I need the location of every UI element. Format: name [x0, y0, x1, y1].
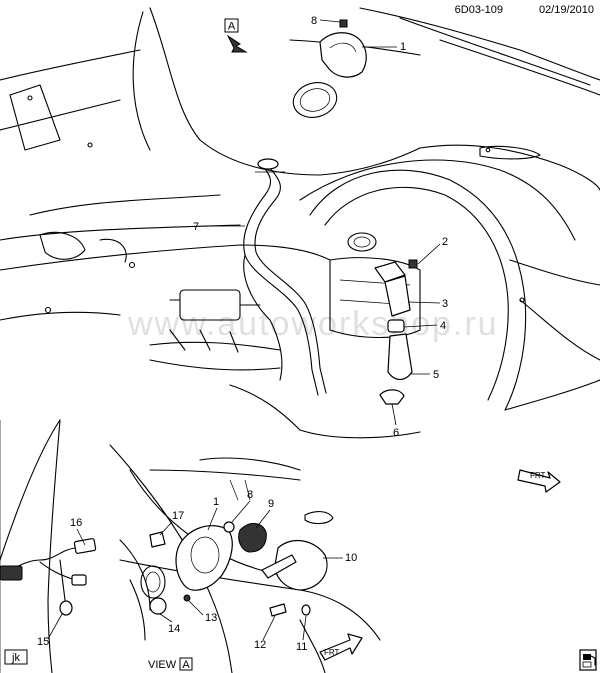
callout-1-upper: 1: [400, 41, 406, 53]
clip-lower: [223, 521, 235, 533]
callout-2-upper: 2: [442, 236, 448, 248]
callout-16-lower: 16: [70, 517, 82, 529]
clip: [339, 19, 348, 28]
corner-tag-text: jk: [11, 652, 20, 664]
callout-8-upper: 8: [311, 15, 317, 27]
callout-9-lower: 9: [268, 498, 274, 510]
view-a-marker-letter: A: [228, 21, 236, 33]
vehicle-body-outline: [0, 7, 600, 439]
callout-1-lower: 1: [213, 496, 219, 508]
upper-callouts: 8 1 7 2 3 4 5 6: [193, 15, 448, 439]
callout-13-lower: 13: [205, 612, 217, 624]
retainer: [149, 531, 166, 548]
callout-8-lower: 8: [247, 489, 253, 501]
fuel-filler-housing: [319, 32, 367, 78]
bumper: [269, 603, 287, 617]
actuator: [238, 523, 267, 553]
callout-7-upper: 7: [193, 221, 199, 233]
view-a-caption: VIEW A: [148, 657, 193, 671]
lower-components: [149, 521, 328, 617]
callout-14-lower: 14: [168, 623, 180, 635]
fuel-filler-housing-lower: [175, 525, 233, 591]
view-a-marker: A: [224, 18, 248, 53]
corner-tag: jk: [4, 649, 28, 665]
fuel-filler-pipe: [243, 158, 327, 396]
filler-cap: [149, 597, 167, 615]
callout-11-lower: 11: [296, 641, 307, 653]
grommet-right: [301, 604, 311, 616]
callout-12-lower: 12: [254, 639, 266, 651]
view-label: VIEW: [148, 659, 177, 671]
bolt-lower: [183, 594, 191, 602]
diagram-id: 6D03-109: [455, 4, 503, 16]
callout-5-upper: 5: [433, 369, 439, 381]
actuator-harness: [0, 538, 97, 616]
watermark: www.autoworkshop.ru: [127, 305, 499, 343]
callout-10-lower: 10: [345, 552, 357, 564]
bolt: [408, 259, 418, 269]
front-direction-arrow-upper: FRT: [517, 469, 561, 493]
view-arrow-icon: [226, 34, 248, 53]
front-arrow-lower-label: FRT: [324, 648, 340, 657]
diagram-date: 02/19/2010: [539, 4, 594, 16]
front-arrow-upper-label: FRT: [530, 471, 546, 480]
callout-4-upper: 4: [440, 320, 446, 332]
callout-15-lower: 15: [37, 636, 49, 648]
fuel-door: [274, 539, 328, 591]
callout-17-lower: 17: [172, 510, 184, 522]
callout-3-upper: 3: [442, 298, 448, 310]
front-direction-arrow-lower: FRT: [319, 633, 363, 661]
lower-callouts: 1 8 9 16 17 10 13 14 12 11 15: [37, 489, 357, 653]
fuel-pump-icon: [579, 649, 597, 671]
view-label-letter: A: [182, 659, 190, 671]
grommet: [59, 600, 73, 616]
callout-6-upper: 6: [393, 427, 399, 439]
fuel-hose-assembly: [374, 261, 413, 405]
